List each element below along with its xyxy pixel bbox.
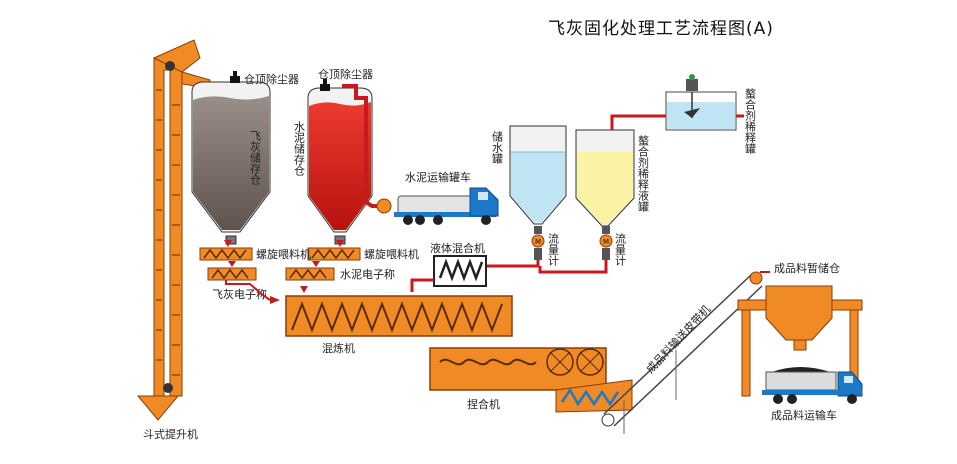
product-bin-label: 成品料暂储仓 bbox=[774, 261, 840, 275]
cement-feed-pipe bbox=[342, 84, 380, 208]
cement-silo-label: 水泥储存仓 bbox=[293, 121, 306, 176]
product-bin bbox=[737, 285, 863, 397]
chelating-agent-tank-label: 螯合剂稀释液罐 bbox=[637, 134, 650, 213]
fly-ash-to-mixer-arrow bbox=[225, 280, 271, 301]
product-truck bbox=[762, 367, 863, 404]
flowmeter-icon: M bbox=[531, 226, 545, 260]
chelating-agent-diluter-label: 螯合剂稀释罐 bbox=[744, 87, 757, 155]
flowmeter-label-1: 流量计 bbox=[547, 232, 560, 267]
mixer bbox=[285, 295, 513, 337]
fly-ash-silo bbox=[191, 81, 271, 245]
diagram-title: 飞灰固化处理工艺流程图(A) bbox=[548, 19, 774, 39]
cement-scale bbox=[285, 267, 335, 281]
conveyor-belt bbox=[601, 271, 763, 434]
chelating-agent-tank bbox=[575, 129, 635, 227]
mixer-label: 混炼机 bbox=[322, 341, 355, 355]
dust-collector-icon bbox=[230, 71, 240, 83]
flow-arrows bbox=[224, 240, 344, 304]
water-tank bbox=[509, 125, 567, 225]
water-pipe bbox=[486, 260, 540, 268]
agent-feed-pipe bbox=[610, 114, 744, 130]
cement-truck bbox=[394, 187, 499, 225]
flowmeter-icon: M bbox=[599, 226, 613, 260]
liquid-mixer bbox=[433, 255, 487, 287]
bucket-elevator-label: 斗式提升机 bbox=[143, 427, 198, 441]
water-tank-label: 储水罐 bbox=[491, 130, 504, 165]
screw-feeder-label-2: 螺旋喂料机 bbox=[364, 247, 419, 261]
product-truck-label: 成品料运输车 bbox=[771, 408, 837, 422]
screw-feeder-label-1: 螺旋喂料机 bbox=[256, 247, 311, 261]
cement-truck-label: 水泥运输罐车 bbox=[405, 170, 471, 184]
fly-ash-scale bbox=[207, 267, 257, 281]
flowmeter-label-2: 流量计 bbox=[614, 232, 627, 267]
bucket-elevator bbox=[136, 39, 211, 421]
liquid-to-mixer-pipe bbox=[410, 278, 434, 292]
fly-ash-scale-label: 飞灰电子称 bbox=[212, 287, 267, 301]
fly-ash-silo-label: 飞灰储存仓 bbox=[249, 130, 262, 185]
cement-silo bbox=[307, 87, 373, 245]
pipe-joint-icon bbox=[376, 198, 392, 214]
cement-scale-label: 水泥电子称 bbox=[340, 267, 395, 281]
top-dust-collector-label-1: 仓顶除尘器 bbox=[244, 72, 299, 86]
svg-text:M: M bbox=[603, 238, 609, 246]
dust-collector-icon bbox=[320, 79, 330, 91]
agent-pipe bbox=[538, 260, 608, 274]
liquid-mixer-label: 液体混合机 bbox=[430, 241, 485, 255]
top-dust-collector-label-2: 仓顶除尘器 bbox=[318, 67, 373, 81]
chelating-agent-diluter bbox=[665, 74, 737, 131]
kneader-label: 捏合机 bbox=[467, 397, 500, 411]
kneader bbox=[429, 347, 633, 413]
svg-text:M: M bbox=[535, 238, 541, 246]
screw-feeder-2 bbox=[307, 247, 361, 261]
screw-feeder-1 bbox=[199, 247, 253, 261]
